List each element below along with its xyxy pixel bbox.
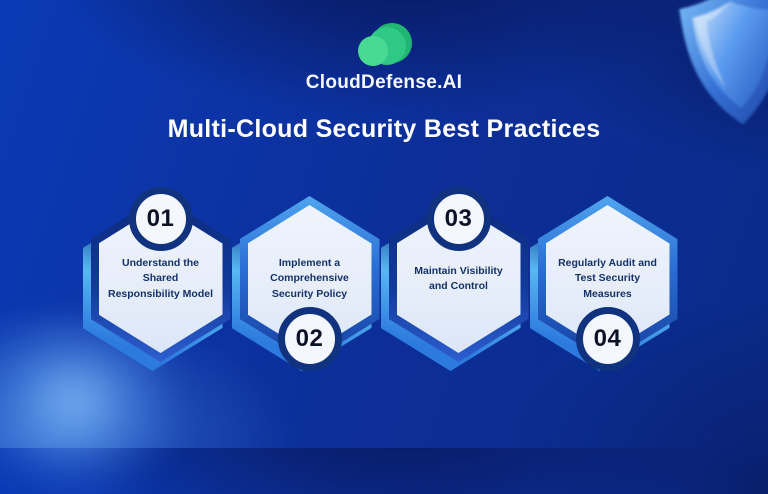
hex-card-02: Implement a Comprehensive Security Polic…	[231, 196, 380, 371]
brand-name: CloudDefense.AI	[305, 72, 463, 93]
page-title: Multi-Cloud Security Best Practices	[167, 115, 601, 143]
card-label: Maintain Visibility and Control	[414, 264, 503, 292]
hex-card-03: Maintain Visibility and Control 03	[380, 187, 529, 371]
card-label: Implement a Comprehensive Security Polic…	[270, 257, 349, 300]
step-number-badge: 02	[277, 307, 342, 371]
step-number-badge: 03	[426, 187, 491, 251]
cloud-icon	[358, 23, 412, 66]
hex-card-04: Regularly Audit and Test Security Measur…	[529, 196, 678, 371]
card-label: Regularly Audit and Test Security Measur…	[558, 257, 657, 300]
step-number-badge: 01	[128, 187, 193, 251]
header: CloudDefense.AI Multi-Cloud Security Bes…	[0, 0, 768, 144]
hex-card-01: Understand the Shared Responsibility Mod…	[82, 187, 231, 371]
step-number-badge: 04	[575, 307, 640, 371]
card-label: Understand the Shared Responsibility Mod…	[107, 257, 213, 300]
cards-row: Understand the Shared Responsibility Mod…	[0, 187, 768, 371]
